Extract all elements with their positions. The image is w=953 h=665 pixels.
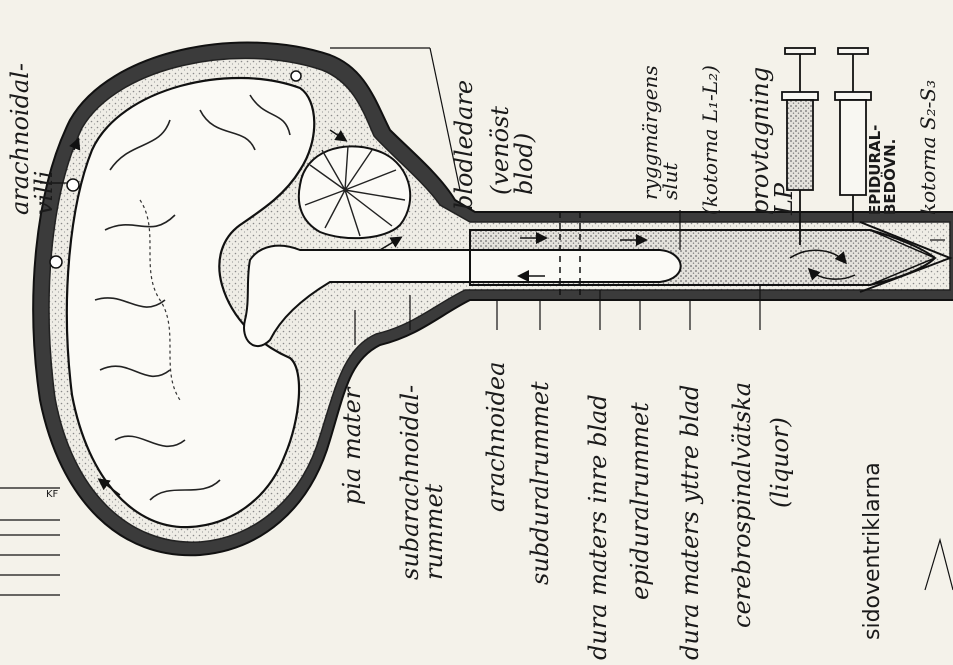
- label-liquor: (liquor): [768, 417, 792, 508]
- label-epidural-bedovn: EPIDURAL- BEDÖVN.: [868, 125, 898, 215]
- label-kotorna-l: (kotorna L₁-L₂): [700, 65, 720, 215]
- label-sidoventriklarna: sidoventriklarna: [862, 462, 884, 640]
- label-arachnoidea: arachnoidea: [484, 362, 508, 512]
- label-arachnoidal-villi: arachnoidal- villi: [8, 63, 56, 215]
- label-subduralrummet: subduralrummet: [528, 381, 552, 585]
- label-cerebrospinal: cerebrospinalvätska: [730, 382, 754, 628]
- label-pia-mater: pia mater: [340, 388, 364, 505]
- label-kotorna-s: kotorna S₂-S₃: [918, 80, 938, 215]
- corner-mark: KF: [46, 489, 58, 500]
- label-provtagning: provtagning LP: [748, 67, 796, 215]
- cerebellum: [299, 146, 410, 238]
- spinal-cord: [470, 250, 681, 282]
- label-venost-blod: (venöst blod): [488, 106, 536, 195]
- label-dura-inre: dura maters inre blad: [586, 394, 610, 660]
- label-subarachnoidal: subarachnoidal- rummet: [398, 385, 446, 580]
- label-blodledare: blodledare: [452, 80, 476, 210]
- label-dura-yttre: dura maters yttre blad: [678, 385, 702, 660]
- label-ryggmargens-slut: ryggmärgens slut: [640, 65, 680, 200]
- label-epiduralrummet: epiduralrummet: [628, 402, 652, 600]
